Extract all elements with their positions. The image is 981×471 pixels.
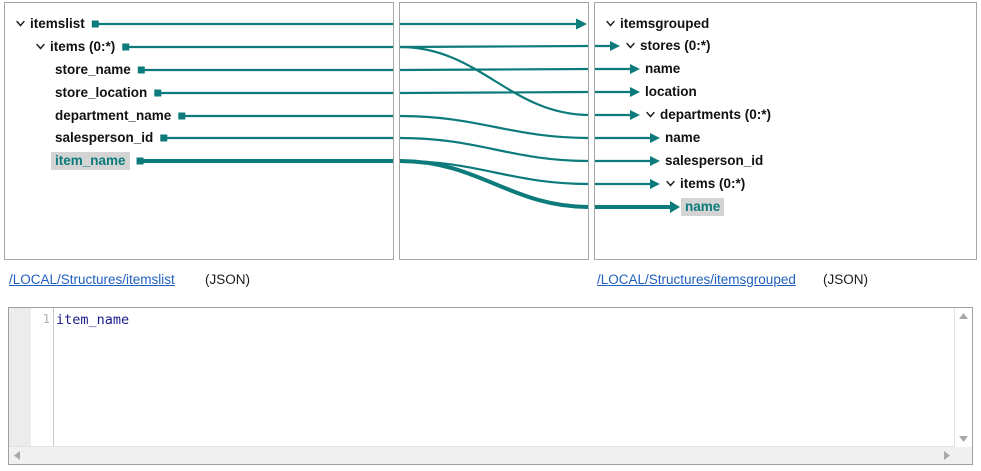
target-format-label: (JSON) xyxy=(823,272,868,287)
editor-gutter xyxy=(9,308,31,447)
target-node-label: name xyxy=(645,61,681,76)
source-format-label: (JSON) xyxy=(205,272,250,287)
mapping-line xyxy=(400,114,588,140)
target-node-label: items (0:*) xyxy=(680,176,746,191)
triangle-left-icon[interactable] xyxy=(9,447,26,464)
mapping-line xyxy=(400,45,588,117)
triangle-down-icon[interactable] xyxy=(955,430,972,447)
expression-editor[interactable]: 1 item_name xyxy=(8,307,973,465)
source-node-store_name[interactable]: store_name xyxy=(55,61,131,79)
source-node-label: store_location xyxy=(55,85,148,100)
triangle-right-icon[interactable] xyxy=(938,447,955,464)
source-node-label: store_name xyxy=(55,62,131,77)
source-path-link[interactable]: /LOCAL/Structures/itemslist xyxy=(9,272,175,287)
target-node-dept_items[interactable]: items (0:*) xyxy=(665,175,745,193)
editor-line-number-column: 1 xyxy=(31,308,54,447)
target-node-itemsgrouped[interactable]: itemsgrouped xyxy=(605,15,709,33)
target-structure-panel[interactable]: itemsgrouped stores (0:*) name location depa… xyxy=(594,2,977,260)
target-node-dept_name[interactable]: name xyxy=(665,129,700,147)
horizontal-scrollbar[interactable] xyxy=(9,446,955,464)
chevron-down-icon[interactable] xyxy=(645,109,656,120)
target-node-label: stores (0:*) xyxy=(640,38,711,53)
target-node-stores_location[interactable]: location xyxy=(645,83,697,101)
editor-code-text[interactable]: item_name xyxy=(56,312,130,328)
target-node-stores_name[interactable]: name xyxy=(645,60,680,78)
mapping-lines xyxy=(400,18,588,209)
target-tree[interactable]: itemsgrouped stores (0:*) name location depa… xyxy=(595,3,976,259)
source-node-label: item_name xyxy=(51,152,130,170)
chevron-down-icon[interactable] xyxy=(35,41,46,52)
mapping-line xyxy=(400,67,588,72)
source-node-label: itemslist xyxy=(30,16,85,31)
mapping-line xyxy=(400,90,588,95)
mapping-lines-panel[interactable] xyxy=(399,2,589,260)
target-node-label: location xyxy=(645,84,697,99)
mapping-line xyxy=(400,159,588,209)
chevron-down-icon[interactable] xyxy=(15,18,26,29)
chevron-down-icon[interactable] xyxy=(605,18,616,29)
source-node-department_name[interactable]: department_name xyxy=(55,107,171,125)
target-node-label: name xyxy=(665,130,701,145)
chevron-down-icon[interactable] xyxy=(665,178,676,189)
source-node-label: items (0:*) xyxy=(50,39,116,54)
scrollbar-corner xyxy=(955,447,972,464)
source-structure-panel[interactable]: itemslist items (0:*) store_name store_loca… xyxy=(4,2,394,260)
target-node-dept_salesperson_id[interactable]: salesperson_id xyxy=(665,152,763,170)
source-node-label: salesperson_id xyxy=(55,130,154,145)
triangle-up-icon[interactable] xyxy=(955,308,972,325)
target-node-label: salesperson_id xyxy=(665,153,764,168)
source-tree[interactable]: itemslist items (0:*) store_name store_loca… xyxy=(5,3,393,259)
mapping-area: itemslist items (0:*) store_name store_loca… xyxy=(4,2,977,260)
source-node-label: department_name xyxy=(55,108,172,123)
target-node-stores[interactable]: stores (0:*) xyxy=(625,37,711,55)
mapping-line xyxy=(400,159,588,186)
mapping-line xyxy=(400,44,588,49)
mapping-line xyxy=(400,136,588,163)
source-node-itemslist[interactable]: itemslist xyxy=(15,15,85,33)
line-number: 1 xyxy=(42,312,50,326)
source-node-salesperson_id[interactable]: salesperson_id xyxy=(55,129,153,147)
vertical-scrollbar[interactable] xyxy=(954,308,972,447)
source-node-items[interactable]: items (0:*) xyxy=(35,38,115,56)
source-node-item_name[interactable]: item_name xyxy=(51,152,130,170)
target-node-label: name xyxy=(681,198,725,216)
source-node-store_location[interactable]: store_location xyxy=(55,84,147,102)
target-node-label: departments (0:*) xyxy=(660,107,772,122)
chevron-down-icon[interactable] xyxy=(625,40,636,51)
target-node-departments[interactable]: departments (0:*) xyxy=(645,106,771,124)
target-path-link[interactable]: /LOCAL/Structures/itemsgrouped xyxy=(597,272,796,287)
target-node-items_name[interactable]: name xyxy=(681,198,725,216)
target-node-label: itemsgrouped xyxy=(620,16,710,31)
connector-arrowhead xyxy=(576,18,587,30)
